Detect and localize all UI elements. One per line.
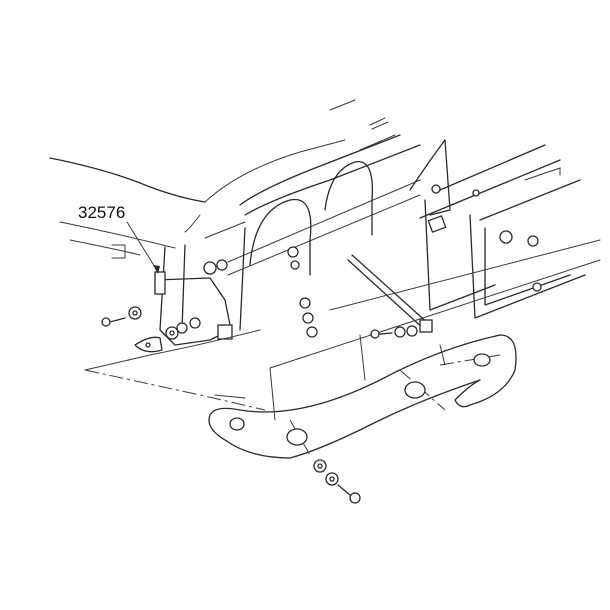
part-number-callout: 32576 xyxy=(78,203,126,222)
bumper-bar xyxy=(208,334,517,459)
body-panel xyxy=(49,99,421,276)
bolts-washers-nuts xyxy=(101,246,418,504)
support-rod xyxy=(347,254,433,333)
bumper-bracket xyxy=(111,227,246,353)
lower-panel xyxy=(84,239,601,421)
grille-frame xyxy=(409,139,586,319)
headlight-openings xyxy=(249,161,374,276)
callout-arrowhead xyxy=(153,265,160,274)
callout-leader xyxy=(126,221,159,273)
